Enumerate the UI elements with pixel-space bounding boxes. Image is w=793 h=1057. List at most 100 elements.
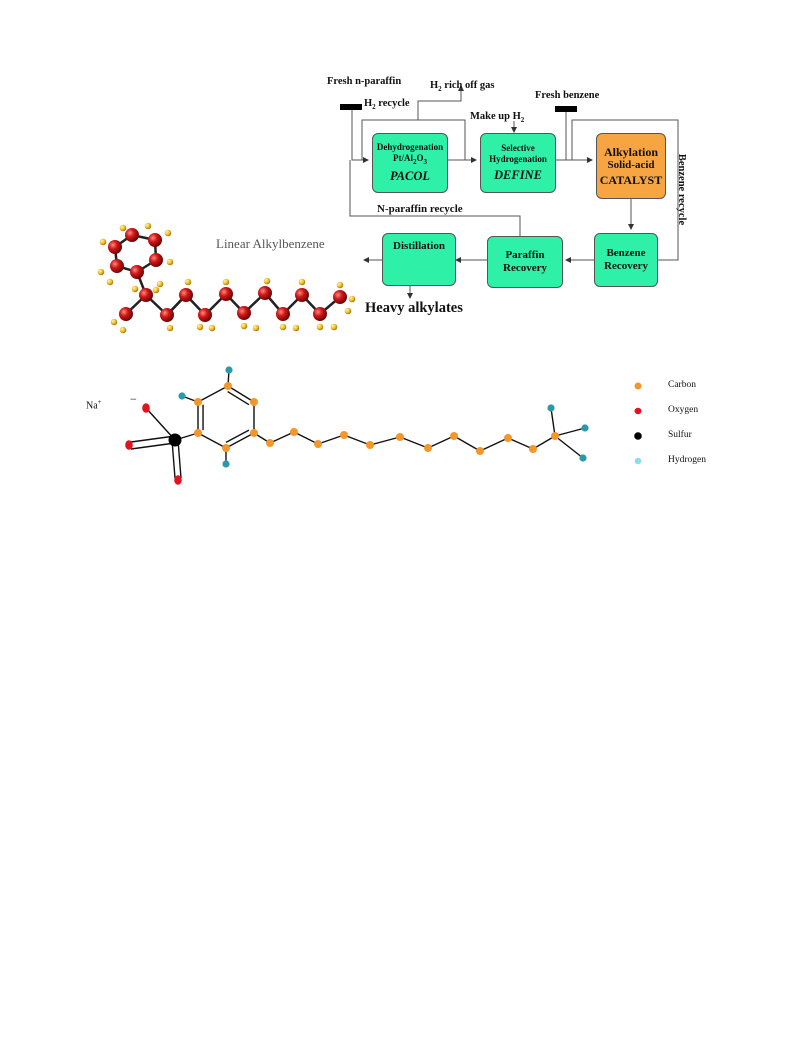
oxygen-atom-0 [142, 403, 150, 413]
dehydro-line1: Dehydrogenation [376, 142, 444, 152]
benzene-line2: Recovery [604, 260, 648, 272]
methyl-hydrogen-1 [581, 424, 589, 432]
chain-carbon-0 [266, 439, 274, 447]
lab-hydrogen-21 [298, 278, 306, 286]
lab-carbon-15 [295, 288, 309, 302]
makeup-h2-label: Make up H2 [470, 111, 525, 125]
lab-hydrogen-12 [184, 278, 192, 286]
lab-carbon-6 [139, 288, 153, 302]
ring-hydrogen-0 [225, 366, 233, 374]
lab-carbon-3 [130, 265, 144, 279]
h2-recycle-label: H2 recycle [364, 98, 410, 112]
lab-hydrogen-14 [208, 324, 216, 332]
ring-hydrogen-3 [178, 392, 186, 400]
heavy-alkylates-label: Heavy alkylates [365, 300, 463, 316]
legend-sulfur: Sulfur [668, 430, 692, 440]
legend-oxygen: Oxygen [668, 405, 699, 415]
benzene-recovery-box: Benzene Recovery [594, 233, 658, 287]
lab-hydrogen-24 [336, 281, 344, 289]
hydrogen-legend-dot [634, 457, 642, 465]
h2-rich-offgas-label: H2 rich off gas [430, 80, 495, 94]
negative-charge: − [130, 392, 137, 406]
lab-hydrogen-1 [97, 268, 105, 276]
define-label: DEFINE [494, 167, 542, 182]
lab-hydrogen-22 [316, 323, 324, 331]
lab-hydrogen-3 [144, 222, 152, 230]
lab-carbon-10 [198, 308, 212, 322]
ring-carbon-0 [224, 382, 232, 390]
linear-alkylbenzene-title: Linear Alkylbenzene [216, 236, 325, 251]
lab-carbon-4 [110, 259, 124, 273]
chain-carbon-7 [450, 432, 458, 440]
dehydro-line2: Pt/Al2O3 [392, 152, 427, 166]
lab-carbon-14 [276, 307, 290, 321]
alkylation-line3: CATALYST [599, 172, 663, 187]
lab-carbon-1 [148, 233, 162, 247]
ring-carbon-2 [250, 429, 258, 437]
chain-carbon-3 [340, 431, 348, 439]
fresh-nparaffin-label: Fresh n-paraffin [327, 76, 402, 87]
legend-carbon: Carbon [668, 380, 696, 390]
chain-carbon-10 [529, 445, 537, 453]
chain-carbon-8 [476, 447, 484, 455]
legend-hydrogen: Hydrogen [668, 455, 706, 465]
lab-hydrogen-4 [164, 229, 172, 237]
pacol-label: PACOL [389, 168, 431, 183]
paraffin-line1: Paraffin [505, 248, 545, 261]
lab-hydrogen-13 [196, 323, 204, 331]
benzene-line1: Benzene [606, 246, 646, 259]
benzene-recycle-line [571, 119, 679, 261]
chain-carbon-6 [424, 444, 432, 452]
lab-hydrogen-10 [166, 324, 174, 332]
lab-carbon-9 [179, 288, 193, 302]
selective-hydrogenation-box: Selective Hydrogenation DEFINE [480, 133, 556, 193]
sulfur-atom [168, 433, 182, 447]
nparaffin-recycle-line [349, 160, 521, 236]
lab-hydrogen-15 [222, 278, 230, 286]
lab-hydrogen-18 [263, 277, 271, 285]
selective-line1: Selective [501, 143, 535, 154]
chain-carbon-5 [396, 433, 404, 441]
distillation-box: Distillation [382, 233, 456, 286]
h2-recycle-line [361, 119, 466, 160]
lab-hydrogen-2 [119, 224, 127, 232]
lab-carbon-11 [219, 287, 233, 301]
benzene-feed-block [555, 106, 577, 112]
lab-hydrogen-9 [119, 326, 127, 334]
oxygen-atom-1 [125, 440, 133, 450]
lab-carbon-16 [313, 307, 327, 321]
lab-hydrogen-26 [344, 307, 352, 315]
carbon-legend-dot [634, 382, 642, 390]
lab-hydrogen-0 [99, 238, 107, 246]
lab-carbon-0 [125, 228, 139, 242]
chain-carbon-1 [290, 428, 298, 436]
chain-carbon-11 [551, 432, 559, 440]
feed-line [351, 110, 369, 163]
alkylation-box: Alkylation Solid-acid CATALYST [596, 133, 666, 199]
dehydrogenation-box: Dehydrogenation Pt/Al2O3 PACOL [372, 133, 448, 193]
ring-carbon-5 [194, 398, 202, 406]
paraffin-line2: Recovery [503, 262, 547, 274]
lab-carbon-12 [237, 306, 251, 320]
chain-carbon-9 [504, 434, 512, 442]
chain-carbon-4 [366, 441, 374, 449]
distillation-label: Distillation [393, 240, 445, 252]
paraffin-recovery-box: Paraffin Recovery [487, 236, 563, 288]
lab-hydrogen-27 [152, 286, 160, 294]
sodium-ion-label: Na+ [86, 398, 102, 412]
nparaffin-recycle-label: N-paraffin recycle [377, 203, 463, 215]
oxygen-legend-dot [634, 407, 642, 415]
nparaffin-feed-block [340, 104, 362, 110]
lab-hydrogen-8 [110, 318, 118, 326]
lab-hydrogen-19 [279, 323, 287, 331]
methyl-hydrogen-2 [579, 454, 587, 462]
lab-carbon-5 [108, 240, 122, 254]
methyl-hydrogen-0 [547, 404, 555, 412]
lab-hydrogen-17 [252, 324, 260, 332]
lab-carbon-17 [333, 290, 347, 304]
lab-hydrogen-11 [156, 280, 164, 288]
